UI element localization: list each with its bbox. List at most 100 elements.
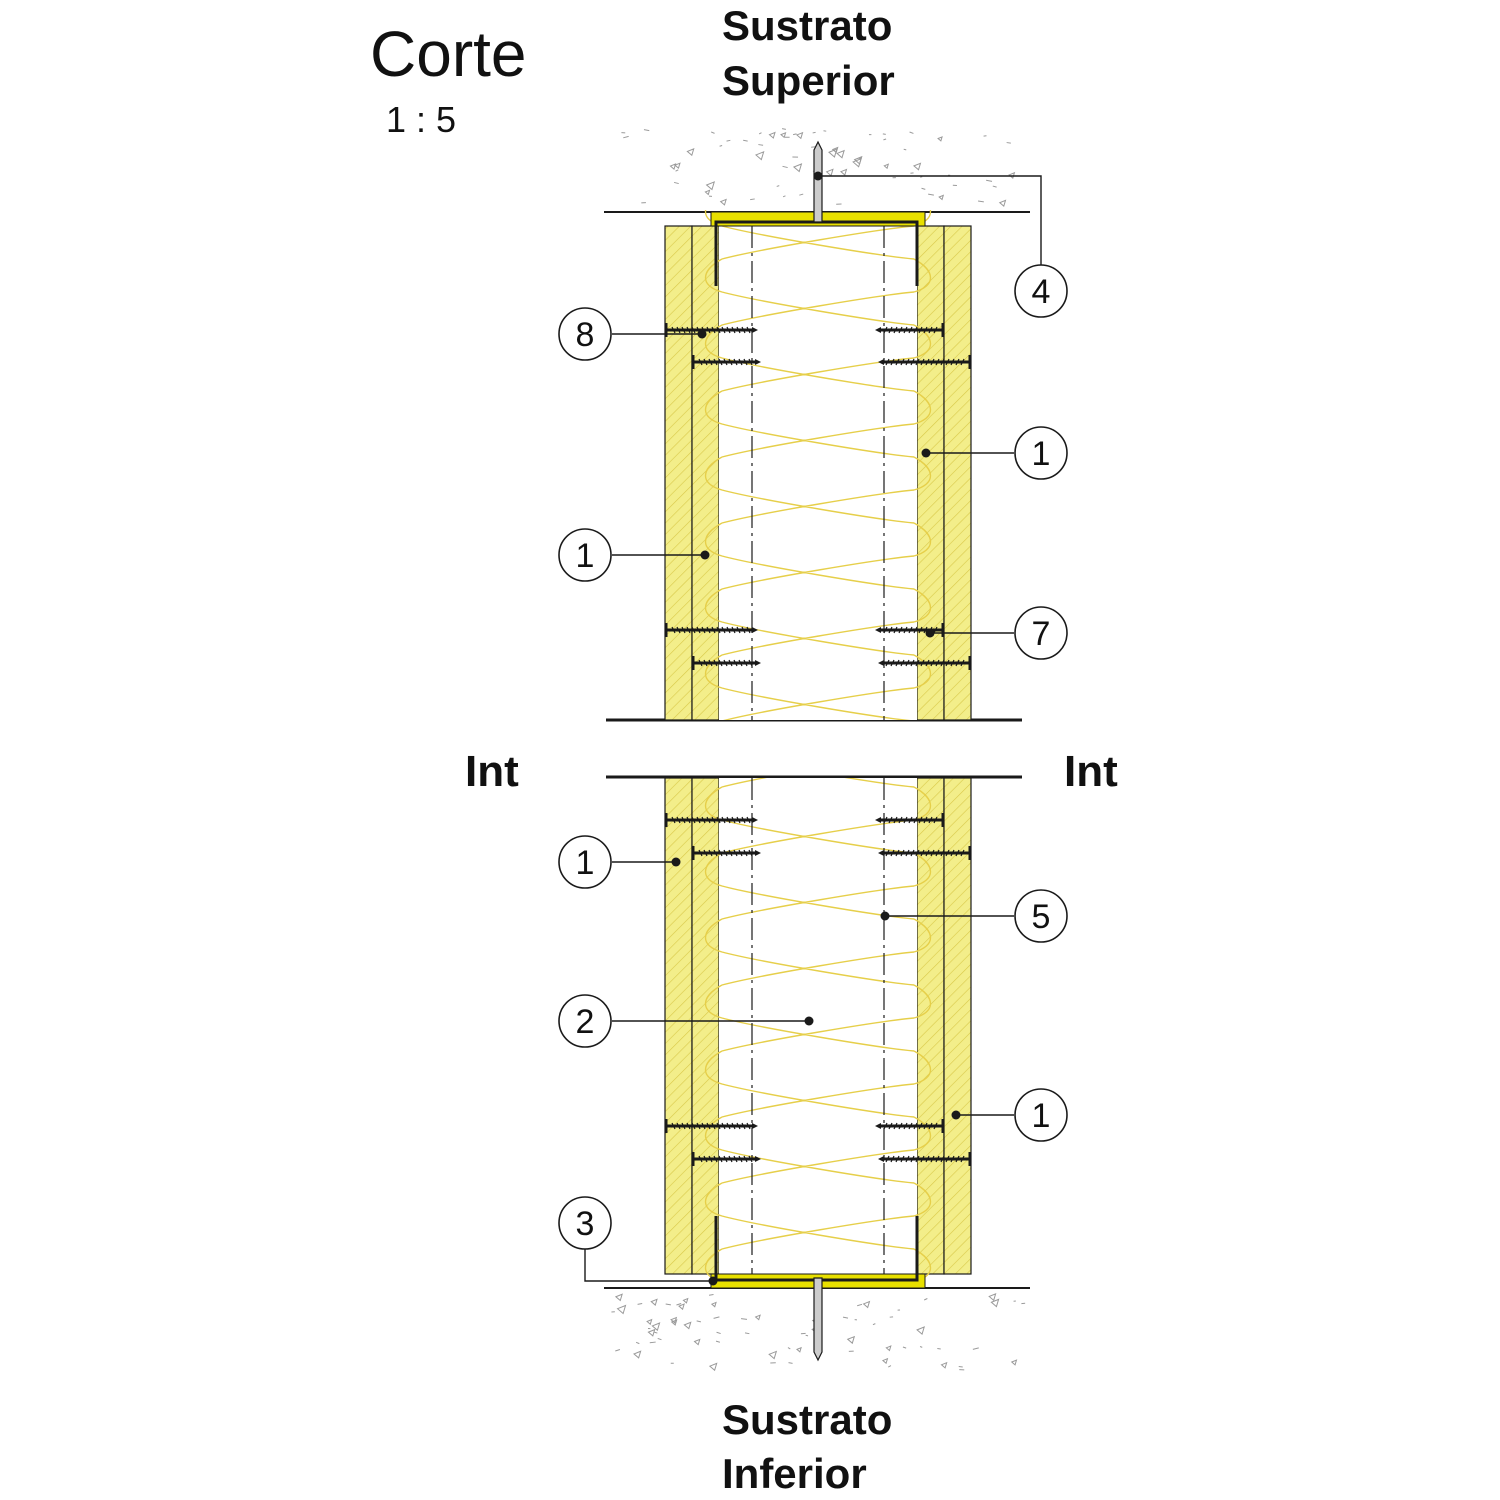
concrete-aggregate — [633, 1350, 642, 1359]
callout-number: 3 — [576, 1205, 595, 1243]
concrete-aggregate — [792, 163, 803, 173]
drawing-title: Corte — [370, 18, 527, 90]
drywall-screw — [691, 656, 761, 670]
drywall-screw — [664, 323, 758, 337]
concrete-aggregate — [647, 1328, 656, 1337]
bottom-substrate-label-1: Sustrato — [722, 1396, 892, 1443]
concrete-aggregate — [881, 1357, 889, 1365]
concrete-speck — [676, 1303, 682, 1306]
callout-number: 7 — [1032, 615, 1051, 653]
drywall-screw — [875, 1119, 945, 1133]
screw-tip — [752, 817, 758, 823]
concrete-speck — [743, 139, 748, 142]
concrete-aggregate — [686, 148, 695, 157]
concrete-aggregate — [754, 1314, 761, 1321]
callout-circle — [1014, 426, 1068, 480]
drywall-screw — [875, 323, 945, 337]
concrete-aggregate — [796, 1346, 802, 1353]
callout-circle — [558, 994, 612, 1048]
concrete-speck — [758, 144, 764, 146]
concrete-aggregate — [670, 1319, 678, 1326]
screw-tip — [752, 1123, 758, 1129]
concrete-speck — [643, 129, 650, 132]
concrete-aggregate — [650, 1298, 658, 1306]
callout-7: 7 — [925, 606, 1068, 660]
screw-tip — [755, 359, 761, 365]
leader-dot — [925, 628, 935, 638]
left-side-label: Int — [465, 747, 519, 796]
screws — [664, 323, 972, 1166]
screw-tip — [755, 1156, 761, 1162]
screw-thread — [885, 358, 965, 366]
concrete-speck — [715, 1340, 721, 1343]
callout-1: 1 — [921, 426, 1068, 480]
concrete-speck — [782, 165, 788, 169]
screw-thread — [698, 358, 753, 366]
drywall-screw — [878, 355, 972, 369]
screw-thread — [885, 1155, 965, 1163]
concrete-speck — [986, 179, 993, 182]
concrete-speck — [882, 133, 886, 135]
concrete-aggregate — [913, 162, 922, 171]
callout-number: 5 — [1032, 898, 1051, 936]
screw-tip — [875, 327, 881, 333]
screw-thread — [885, 849, 965, 857]
concrete-aggregate — [768, 131, 776, 139]
top-substrate-label-2: Superior — [722, 57, 895, 104]
drywall-screw — [664, 813, 758, 827]
concrete-speck — [708, 1294, 714, 1296]
screw-thread — [671, 816, 751, 824]
gypsum-board — [943, 778, 972, 1275]
concrete-aggregate — [828, 148, 838, 158]
gypsum-board — [943, 225, 972, 720]
screw-thread — [883, 816, 938, 824]
concrete-speck — [654, 1331, 658, 1334]
concrete-aggregate — [852, 157, 862, 168]
callout-circle — [1014, 606, 1068, 660]
concrete-speck — [781, 128, 786, 130]
concrete-aggregate — [938, 194, 945, 201]
concrete-speck — [1006, 142, 1011, 144]
concrete-speck — [750, 198, 755, 201]
screw-tip — [878, 660, 884, 666]
concrete-speck — [649, 1341, 656, 1344]
callout-8: 8 — [558, 307, 707, 361]
concrete-aggregate — [616, 1304, 627, 1315]
callout-4: 4 — [813, 171, 1068, 318]
concrete-speck — [977, 200, 984, 203]
callout-circle — [558, 307, 612, 361]
screw-thread — [698, 1155, 753, 1163]
concrete-speck — [883, 138, 887, 141]
right-side-label: Int — [1064, 747, 1118, 796]
concrete-speck — [811, 146, 816, 148]
screw-tip — [875, 1123, 881, 1129]
concrete-speck — [713, 1316, 720, 1319]
concrete-aggregate — [885, 1345, 892, 1352]
concrete-aggregate — [646, 1318, 653, 1326]
callout-2: 2 — [558, 994, 814, 1048]
concrete-speck — [928, 193, 934, 196]
callout-number: 4 — [1032, 273, 1051, 311]
concrete-aggregate — [674, 162, 681, 170]
concrete-speck — [782, 195, 786, 198]
concrete-speck — [888, 1365, 892, 1368]
callout-1: 1 — [558, 835, 681, 889]
bottom-substrate-label-2: Inferior — [722, 1450, 867, 1497]
concrete-aggregate — [940, 1361, 948, 1369]
callout-number: 2 — [576, 1003, 595, 1041]
callout-circle — [558, 528, 612, 582]
leader-dot — [708, 1276, 718, 1286]
callout-circle — [558, 835, 612, 889]
concrete-speck — [799, 193, 804, 196]
concrete-aggregate — [990, 1298, 1000, 1308]
callout-number: 1 — [576, 844, 595, 882]
callout-3: 3 — [558, 1196, 718, 1286]
tracks-and-anchors — [710, 140, 926, 1362]
screw-tip — [875, 627, 881, 633]
screw-tip — [878, 1156, 884, 1162]
drywall-screw — [691, 355, 761, 369]
concrete-speck — [673, 181, 679, 185]
callout-number: 1 — [1032, 1097, 1051, 1135]
leader-line — [584, 1249, 713, 1282]
